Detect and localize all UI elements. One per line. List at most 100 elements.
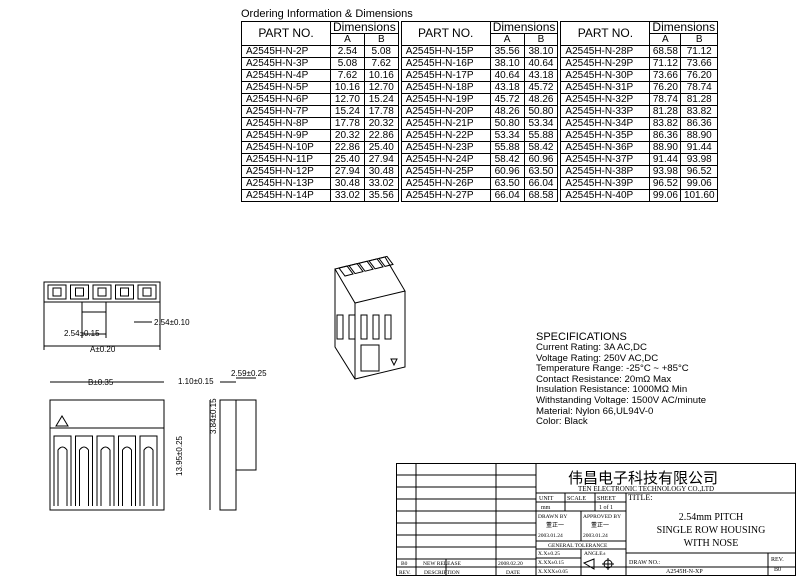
dim-a-value: 2.54 (330, 45, 365, 58)
dim-a-value: 91.44 (649, 153, 682, 166)
dim-b-value: 60.96 (523, 153, 559, 166)
dim-b-value: 12.70 (363, 81, 399, 94)
header-dimensions: Dimensions (489, 21, 559, 34)
iso-window (372, 314, 380, 340)
unit-value: mm (541, 505, 551, 511)
dim-b-value: 40.64 (523, 57, 559, 70)
dim-a-value: 76.20 (649, 81, 682, 94)
rev-row-description: NEW RELEASE (423, 561, 462, 567)
dim-b-value: 91.44 (680, 141, 719, 154)
dim-b-value: 33.02 (363, 177, 399, 190)
side-slot (96, 435, 115, 506)
title-label: TITLE: (628, 493, 652, 502)
header-dimensions: Dimensions (330, 21, 399, 34)
approved-by-name: 董正一 (591, 521, 609, 529)
projection-symbol-icon (582, 558, 614, 570)
part-number: A2545H-N-3P (241, 57, 331, 70)
side-contact (79, 446, 89, 506)
spec-line: Voltage Rating: 250V AC,DC (536, 352, 659, 364)
dim-a-value: 81.28 (649, 105, 682, 118)
dim-b-value: 88.90 (680, 129, 719, 142)
part-number: A2545H-N-21P (400, 117, 491, 130)
spec-line: Material: Nylon 66,UL94V-0 (536, 405, 654, 417)
iso-slot (338, 265, 354, 277)
dim-height: 13.95±0.25 (175, 435, 184, 476)
dim-a-value: 93.98 (649, 165, 682, 178)
dim-a-value: 40.64 (489, 69, 525, 82)
contact-cavity (137, 284, 157, 300)
drawn-date: 2003.01.24 (538, 533, 563, 539)
dim-b-value: 17.78 (363, 105, 399, 118)
part-number: A2545H-N-35P (560, 129, 651, 142)
part-number: A2545H-N-28P (560, 45, 651, 58)
part-number: A2545H-N-18P (400, 81, 491, 94)
dim-b-value: 27.94 (363, 153, 399, 166)
dim-a-value: 45.72 (489, 93, 525, 106)
part-number: A2545H-N-14P (241, 189, 331, 202)
sheet-label: SHEET (597, 496, 616, 502)
dim-a-value: 12.70 (330, 93, 365, 106)
dim-a-value: 73.66 (649, 69, 682, 82)
part-number: A2545H-N-22P (400, 129, 491, 142)
part-number: A2545H-N-16P (400, 57, 491, 70)
dim-a-value: 99.06 (649, 189, 682, 202)
drawn-by-name: 董正一 (546, 521, 564, 529)
iso-window (348, 314, 356, 340)
dim-a-value: 20.32 (330, 129, 365, 142)
dim-a-value: 53.34 (489, 129, 525, 142)
contact-cavity (70, 284, 89, 300)
contact-pin (142, 287, 152, 297)
dim-a-value: 78.74 (649, 93, 682, 106)
general-tolerance-label: GENERAL TOLERANCE (548, 543, 608, 549)
header-part-no: PART NO. (560, 21, 651, 46)
dim-nose: 3.84±0.15 (209, 398, 218, 434)
dim-b-value: 15.24 (363, 93, 399, 106)
part-number: A2545H-N-27P (400, 189, 491, 202)
rev-label: REV. (771, 557, 784, 563)
dim-b-value: 43.18 (523, 69, 559, 82)
part-number: A2545H-N-30P (560, 69, 651, 82)
dim-a-value: 5.08 (330, 57, 365, 70)
header-a: A (330, 33, 365, 46)
contact-pin (75, 287, 84, 297)
dim-a-value: 7.62 (330, 69, 365, 82)
part-number: A2545H-N-34P (560, 117, 651, 130)
drawn-by-label: DRAWN BY (538, 514, 567, 520)
spec-line: Withstanding Voltage: 1500V AC/minute (536, 394, 707, 406)
dim-a-value: 50.80 (489, 117, 525, 130)
title-line-1: 2.54mm PITCH (679, 512, 743, 523)
unit-label: UNIT (539, 496, 554, 502)
dim-b-value: 45.72 (523, 81, 559, 94)
dim-b-value: 81.28 (680, 93, 719, 106)
part-number: A2545H-N-31P (560, 81, 651, 94)
dim-b: B±0.35 (88, 378, 114, 387)
tolerance-1: X.X±0.25 (538, 551, 560, 557)
dim-a-value: 83.82 (649, 117, 682, 130)
title-line-3: WITH NOSE (684, 538, 739, 549)
dim-a-value: 63.50 (489, 177, 525, 190)
part-number: A2545H-N-26P (400, 177, 491, 190)
header-dimensions: Dimensions (649, 21, 719, 34)
header-b: B (363, 33, 399, 46)
dim-a-value: 17.78 (330, 117, 365, 130)
side-slot (53, 435, 72, 506)
iso-slot (378, 255, 394, 267)
dim-b-value: 30.48 (363, 165, 399, 178)
approved-date: 2003.01.24 (583, 533, 608, 539)
dim-b-value: 58.42 (523, 141, 559, 154)
draw-no-label: DRAW NO.: (629, 560, 660, 566)
isometric-view-drawing (334, 255, 406, 380)
part-number: A2545H-N-9P (241, 129, 331, 142)
spec-line: Current Rating: 3A AC,DC (536, 342, 647, 353)
contact-pin (120, 287, 129, 297)
spec-line: Temperature Range: -25°C ~ +85°C (536, 363, 689, 375)
